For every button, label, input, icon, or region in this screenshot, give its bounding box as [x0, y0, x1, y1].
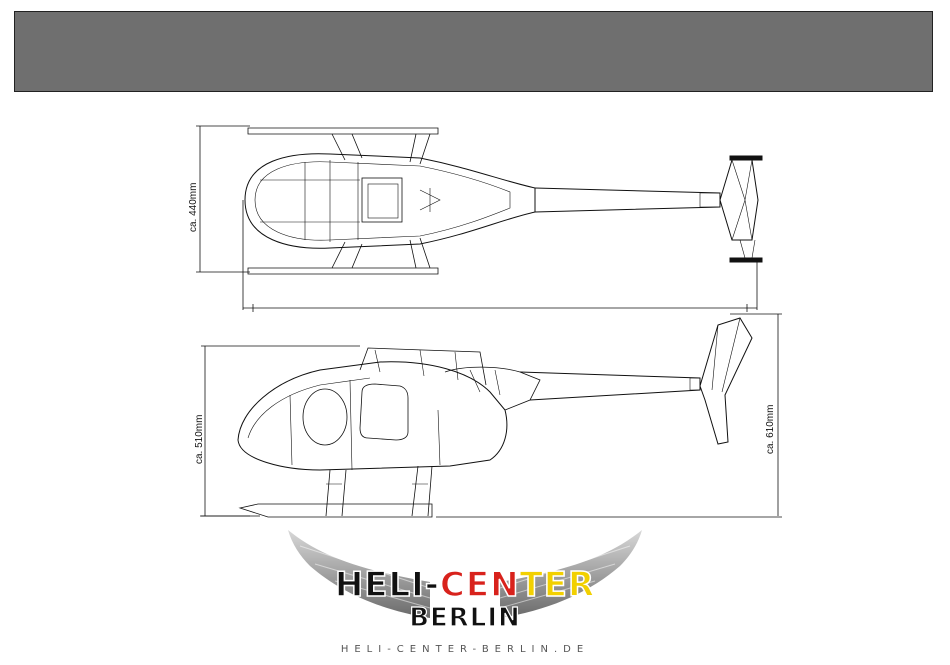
- width-dimension-label: ca. 440mm: [188, 183, 199, 232]
- height-total-dimension-label: ca. 610mm: [765, 405, 776, 454]
- side-view-dimension-lines: [200, 314, 782, 517]
- side-view-helicopter: [238, 318, 752, 517]
- logo-text-heli: HELI-: [335, 565, 440, 605]
- svg-text:HELI-CENTER: HELI-CENTER: [335, 565, 595, 605]
- wings-emblem-icon: HELI-CENTER BERLIN: [280, 526, 650, 660]
- top-view-dimension-lines: [196, 126, 757, 312]
- heli-center-logo: HELI-CENTER BERLIN: [280, 526, 650, 660]
- logo-text-berlin: BERLIN: [409, 603, 521, 633]
- logo-text-ter: TER: [520, 565, 596, 605]
- top-view-helicopter: [245, 128, 762, 274]
- website-url: HELI-CENTER-BERLIN.DE: [300, 644, 630, 655]
- logo-text-cen: CEN: [440, 565, 520, 605]
- height-main-dimension-label: ca. 510mm: [194, 415, 205, 464]
